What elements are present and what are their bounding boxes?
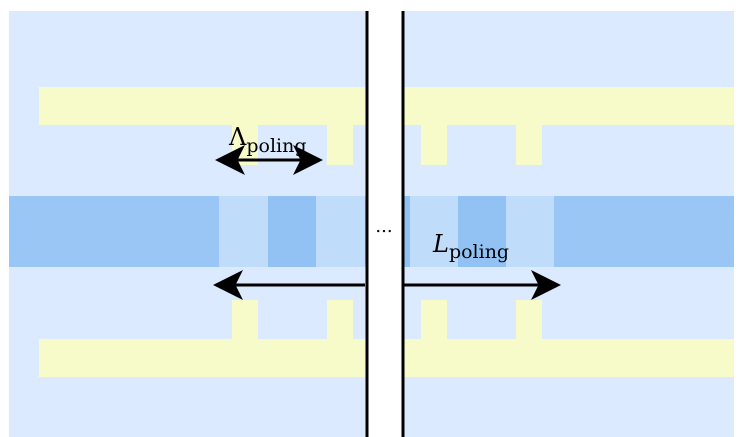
poling-period-subscript: poling <box>246 135 306 157</box>
bottom-electrode-finger <box>327 300 353 339</box>
top-electrode-finger <box>516 125 542 165</box>
poling-length-label: Lpoling <box>432 230 509 263</box>
bottom-electrode-finger <box>421 300 447 339</box>
poling-length-subscript: poling <box>449 241 509 263</box>
poled-domain <box>316 196 365 267</box>
poled-domain <box>219 196 268 267</box>
poled-domain <box>458 196 506 267</box>
poled-domain <box>506 196 554 267</box>
bottom-electrode-finger <box>516 300 542 339</box>
top-electrode-finger <box>327 125 353 165</box>
top-electrode-finger <box>421 125 447 165</box>
axis-break <box>365 11 405 437</box>
poling-length-symbol: L <box>432 230 449 258</box>
poling-period-symbol: Λ <box>228 123 247 151</box>
poled-domain <box>268 196 316 267</box>
poling-period-label: Λpoling <box>228 123 307 157</box>
break-gap <box>367 11 403 437</box>
bottom-electrode-finger <box>232 300 258 339</box>
ellipsis-label: ... <box>375 216 392 237</box>
poled-domain <box>410 196 458 267</box>
